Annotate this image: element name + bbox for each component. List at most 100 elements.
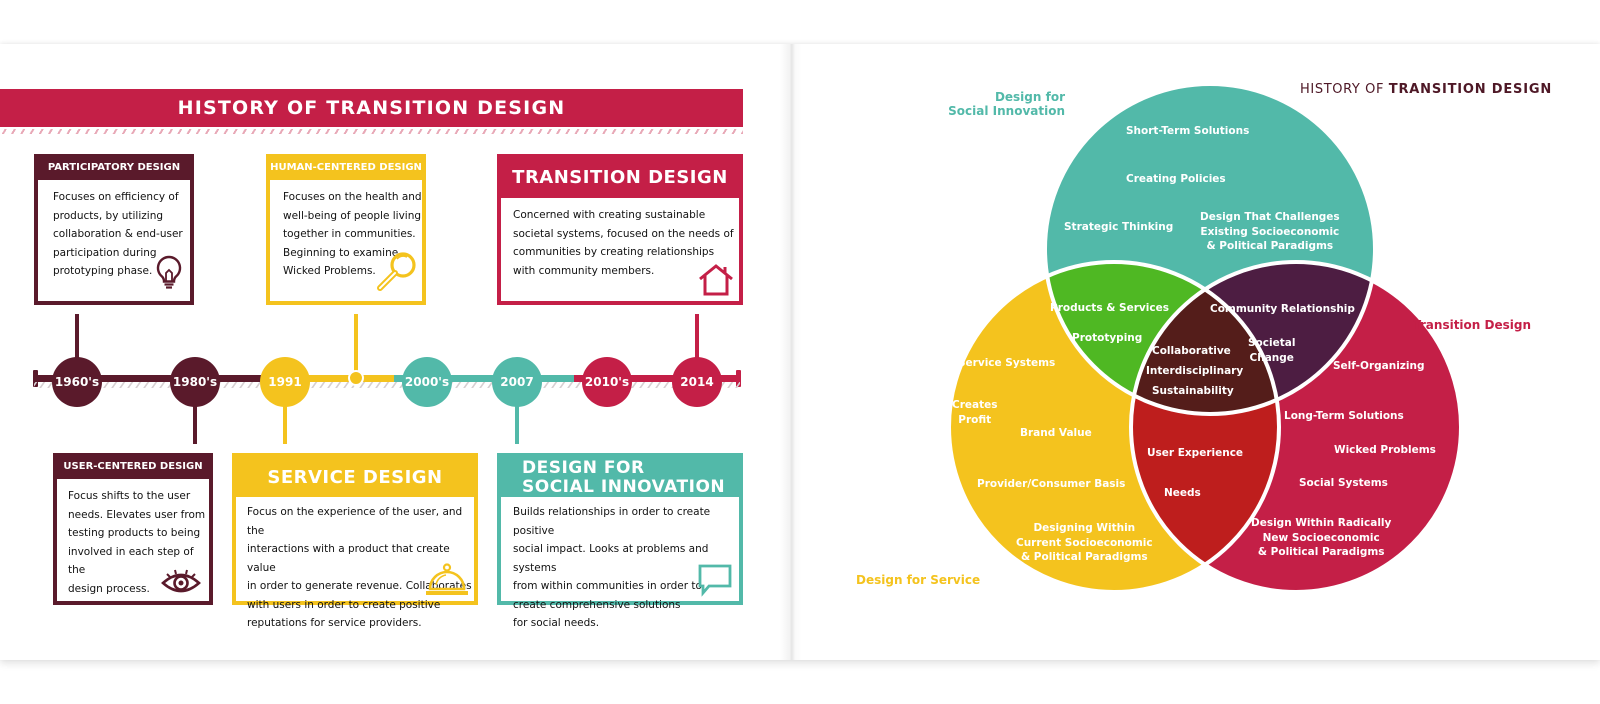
card-service-design: SERVICE DESIGN Focus on the experience o… [232, 453, 478, 629]
card-text-line: Wicked Problems. [283, 265, 376, 277]
venn-item: Design That Challenges Existing Socioeco… [1200, 211, 1340, 252]
card-text-line: involved in each step of the [68, 545, 194, 577]
card-title: PARTICIPATORY DESIGN [38, 158, 190, 180]
venn-item: Designing Within Current Socioeconomic &… [1016, 522, 1153, 563]
year-label: 2000's [405, 375, 449, 389]
card-text-line: testing products to being [68, 527, 201, 539]
card-title-line: DESIGN FOR [522, 458, 645, 478]
running-header-bold: TRANSITION DESIGN [1388, 82, 1552, 97]
card-text-line: together in communities. [283, 228, 416, 240]
venn-item: Products & Services [1050, 302, 1169, 314]
house-icon [699, 264, 733, 296]
year-circle-2014 [672, 357, 722, 407]
venn-item: Design Within Radically New Socioeconomi… [1251, 517, 1392, 558]
year-label: 1980's [173, 375, 217, 389]
venn-item: Collaborative [1152, 345, 1231, 357]
venn-item: Prototyping [1072, 332, 1143, 344]
year-label: 2007 [500, 375, 533, 389]
card-text-line: with users in order to create positive [247, 598, 441, 611]
card-title: USER-CENTERED DESIGN [57, 457, 209, 479]
card-title: TRANSITION DESIGN [501, 158, 739, 198]
venn-item: Interdisciplinary [1146, 365, 1244, 377]
year-label: 1991 [268, 375, 301, 389]
year-circle-1991 [260, 357, 310, 407]
venn-item: Provider/Consumer Basis [977, 478, 1126, 490]
card-text-line: from within communities in order to [513, 580, 702, 592]
venn-item: User Experience [1147, 447, 1244, 459]
service-bell-icon [426, 563, 468, 595]
card-text-line: prototyping phase. [53, 265, 153, 277]
label-line: Design for [994, 90, 1065, 104]
card-participatory-design: PARTICIPATORY DESIGN Focuses on efficien… [34, 154, 194, 305]
book-spread: HISTORY OF TRANSITION DESIGN [0, 44, 1600, 660]
venn-item: Brand Value [1020, 427, 1092, 439]
card-text-line: Beginning to examine [283, 246, 399, 259]
card-text-line: create comprehensive solutions [513, 598, 681, 611]
banner-hatch-divider [0, 129, 743, 134]
venn-item: Strategic Thinking [1064, 221, 1174, 233]
venn-item: Societal Change [1248, 337, 1296, 364]
card-text-line: Focuses on the health and [283, 191, 422, 203]
year-circle-1980s [170, 357, 220, 407]
venn-item: Wicked Problems [1334, 444, 1436, 456]
label-design-for-social-innovation: Design for Social Innovation [948, 90, 1065, 118]
card-text-line: reputations for service providers. [247, 617, 422, 629]
overlap-center [1131, 262, 1279, 414]
running-header: HISTORY OF TRANSITION DESIGN [1300, 82, 1552, 97]
page-title-banner: HISTORY OF TRANSITION DESIGN [0, 89, 743, 127]
year-label: 2010's [585, 375, 629, 389]
venn-item: Sustainability [1152, 385, 1234, 397]
card-human-centered-design: HUMAN-CENTERED DESIGN Focuses on the hea… [266, 154, 426, 305]
venn-item: Creates Profit [952, 399, 998, 426]
page-fold-shadow [780, 44, 802, 660]
card-design-for-social-innovation: DESIGN FOR SOCIAL INNOVATION Builds rela… [497, 453, 743, 629]
magnifier-icon [377, 252, 416, 291]
card-text-line: Builds relationships in order to create … [513, 506, 711, 537]
card-text-line: Focus shifts to the user [68, 490, 191, 502]
circle-outline [947, 260, 1281, 594]
timeline-line [33, 370, 741, 388]
card-text-line: in order to generate revenue. Collaborat… [247, 580, 472, 592]
year-circle-2010s [582, 357, 632, 407]
venn-item: Social Systems [1299, 477, 1388, 489]
card-transition-design: TRANSITION DESIGN Concerned with creatin… [497, 154, 743, 305]
year-label: 1960's [55, 375, 99, 389]
circle-outline [1043, 82, 1377, 416]
label-design-for-service: Design for Service [856, 573, 981, 587]
card-text-line: design process. [68, 582, 150, 595]
venn-item: Needs [1164, 487, 1201, 499]
card-text-line: Concerned with creating sustainable [513, 209, 706, 221]
right-page: HISTORY OF TRANSITION DESIGN Design for … [800, 44, 1600, 660]
card-text-line: Focus on the experience of the user, and… [247, 506, 463, 537]
label-transition-design: Transition Design [1413, 318, 1531, 332]
circle-outline [1129, 260, 1463, 594]
card-title: DESIGN FOR SOCIAL INNOVATION [501, 457, 739, 497]
card-text-line: Focuses on efficiency of [53, 191, 179, 203]
venn-item: Creating Policies [1126, 173, 1226, 185]
venn-item: Short-Term Solutions [1126, 125, 1250, 137]
card-text-line: for social needs. [513, 617, 600, 629]
card-text-line: well-being of people living [283, 209, 422, 222]
card-text-line: communities by creating relationships [513, 246, 715, 258]
year-circle-2007 [492, 357, 542, 407]
card-text-line: participation during [53, 246, 157, 259]
card-title: SERVICE DESIGN [236, 457, 474, 497]
card-title-line: SOCIAL INNOVATION [522, 477, 726, 497]
venn-item: Long-Term Solutions [1284, 410, 1404, 422]
venn-diagram [947, 82, 1463, 594]
year-label: 2014 [680, 375, 713, 389]
venn-item: Community Relationship [1210, 303, 1355, 315]
card-user-centered-design: USER-CENTERED DESIGN Focus shifts to the… [53, 453, 213, 605]
card-text-line: with community members. [513, 264, 655, 277]
venn-item: Service Systems [958, 357, 1056, 369]
card-text-line: interactions with a product that create … [247, 543, 450, 574]
card-text-line: collaboration & end-user [53, 228, 183, 240]
timeline-dot-1990s [348, 370, 364, 386]
running-header-light: HISTORY OF [1300, 82, 1385, 97]
lightbulb-icon [156, 255, 182, 289]
card-text-line: needs. Elevates user from [68, 508, 206, 521]
speech-bubble-icon [698, 564, 732, 597]
eye-icon [161, 569, 201, 593]
venn-item: Self-Organizing [1333, 360, 1425, 372]
card-text-line: social impact. Looks at problems and sys… [513, 543, 709, 574]
